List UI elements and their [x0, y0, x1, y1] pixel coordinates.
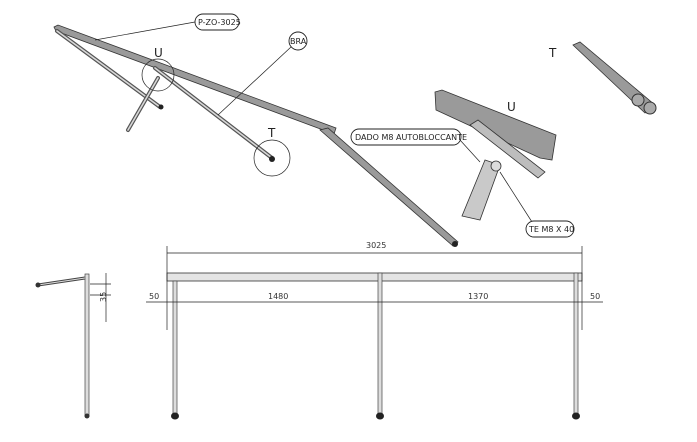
dim-span-right: 1370: [468, 292, 488, 301]
detail-t-view: T: [548, 41, 657, 115]
dim-left-overhang: 50: [149, 292, 159, 301]
foot: [171, 412, 179, 420]
callout-brace-text: BRA: [290, 37, 307, 46]
callout-bolt: [525, 220, 575, 238]
callout-nut-text: DADO M8 AUTOBLOCCANTE: [355, 133, 467, 142]
rear-rod-highlight: [56, 30, 161, 108]
detail-u-title: U: [507, 100, 516, 114]
front-leg-right: [573, 272, 579, 415]
front-beam: [166, 272, 583, 282]
side-arm-highlight: [37, 277, 86, 286]
detail-u-view: U DADO M8 AUTOBLOCCANTE TE M8 X 40: [350, 89, 575, 238]
detail-u-circle: [141, 58, 175, 92]
detail-t-nut: [643, 101, 657, 115]
dim-total-length: 3025: [366, 241, 386, 250]
detail-u-beam: [434, 89, 557, 161]
callout-nut: [350, 128, 462, 146]
isometric-view: U T P-ZO-3025 BRA: [53, 13, 459, 247]
side-post: [84, 273, 90, 417]
leader-line: [499, 171, 533, 223]
lower-profile-beam: [319, 127, 459, 247]
detail-u-label: U: [154, 46, 163, 60]
dim-right-overhang: 50: [590, 292, 600, 301]
foot: [376, 412, 384, 420]
detail-u-bolt: [490, 160, 502, 172]
detail-t-title: T: [548, 46, 557, 60]
front-leg-left: [172, 280, 178, 415]
foot: [572, 412, 580, 420]
side-view: 35: [35, 273, 111, 419]
detail-u-bracket: [469, 119, 546, 179]
detail-t-nut: [631, 93, 645, 107]
callout-profile-text: P-ZO-3025: [198, 18, 241, 27]
front-view: 3025 50 1480 1370 50: [146, 241, 603, 420]
dim-span-left: 1480: [268, 292, 288, 301]
side-foot: [84, 413, 90, 419]
side-arm-end: [35, 282, 41, 288]
leg-rod-highlight: [127, 77, 159, 131]
callout-profile: [194, 13, 240, 31]
bolt-end: [158, 104, 164, 110]
leader-line: [459, 139, 481, 163]
callout-bolt-text: TE M8 X 40: [528, 225, 574, 234]
detail-t-label: T: [267, 126, 276, 140]
brace-rod-highlight: [154, 67, 273, 159]
front-leg-middle: [377, 272, 383, 415]
dim-side-height: 35: [99, 292, 108, 302]
callout-brace: [288, 31, 308, 51]
leader-line: [94, 21, 196, 41]
bolt-end: [452, 241, 458, 247]
leader-line: [217, 46, 292, 116]
bolt-end: [269, 156, 275, 162]
detail-t-circle: [253, 139, 291, 177]
